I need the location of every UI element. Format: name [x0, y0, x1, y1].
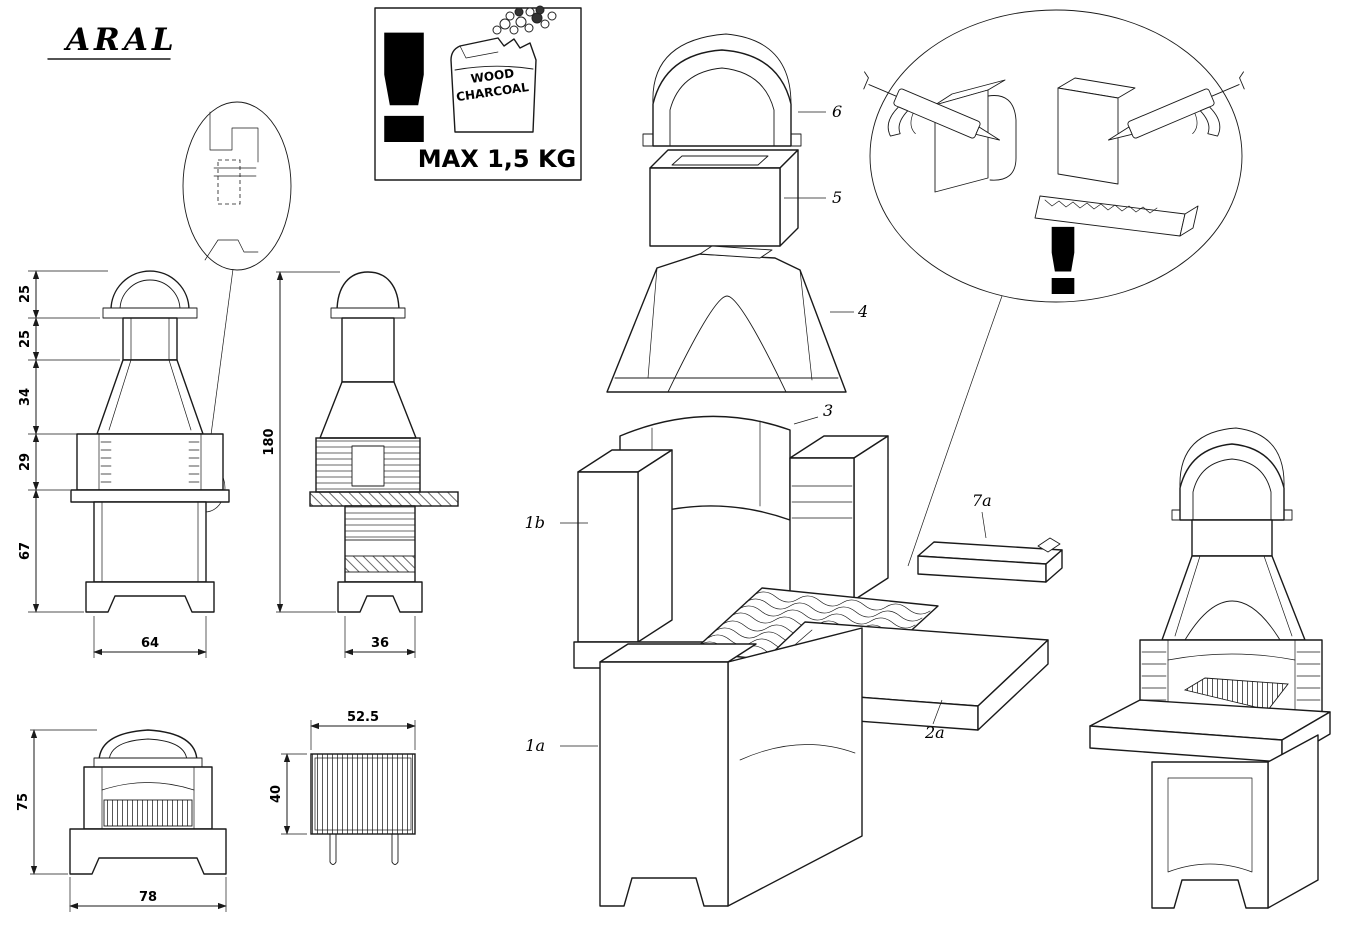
dim-78: 78: [139, 890, 157, 905]
charcoal-lumps-icon: [492, 5, 557, 35]
part-label-1a: 1a: [525, 736, 545, 755]
exploded-view: 6 5 4 3: [525, 33, 1063, 907]
part-base: 1a: [525, 627, 863, 907]
front-view-height-dimensions: 25 25 34 29 67: [18, 270, 120, 613]
front-view-width-dimension: 64: [93, 616, 207, 658]
part-label-1b: 1b: [525, 513, 545, 532]
dim-36: 36: [371, 636, 389, 651]
dim-25-upper: 25: [18, 285, 33, 303]
side-elevation-view: 180 36: [262, 271, 459, 658]
grill-front-width-dimension: 78: [69, 877, 227, 912]
bubble-leader-line: [907, 295, 1003, 567]
caulking-gun-right-icon: [1107, 71, 1245, 141]
bag-label-line1: WOOD: [470, 66, 515, 86]
part-hood: 4: [606, 245, 868, 393]
part-label-3: 3: [823, 401, 833, 420]
part-cap: 6: [642, 33, 842, 147]
glue-bead-squiggle: [1044, 199, 1158, 214]
part-label-7a: 7a: [972, 491, 992, 510]
charcoal-bag-icon: WOOD CHARCOAL: [450, 37, 537, 133]
grill-front-height-dimension: 75: [16, 729, 97, 875]
dim-29: 29: [18, 453, 33, 471]
part-label-2a: 2a: [924, 723, 945, 742]
dim-180: 180: [262, 428, 277, 455]
dim-64: 64: [141, 636, 159, 651]
glue-detail-parts: [934, 77, 1199, 237]
part-label-6: 6: [832, 102, 842, 121]
part-label-4: 4: [857, 302, 868, 321]
exclamation-icon: !: [353, 4, 456, 178]
glue-detail-bubble: !: [863, 9, 1245, 567]
part-chimney-block: 5: [649, 149, 842, 247]
dim-75: 75: [16, 793, 31, 811]
dim-67: 67: [18, 542, 33, 560]
caulking-gun-left-icon: [863, 71, 1001, 141]
glue-exclamation-icon: !: [1034, 209, 1093, 316]
assembled-view: [1089, 427, 1331, 909]
joint-detail-callout: [182, 101, 292, 513]
grill-front-view: 75 78: [16, 729, 227, 912]
charcoal-warning-box: ! WOOD CHARCOAL MAX 1,5 KG: [353, 4, 582, 181]
dim-25-lower: 25: [18, 330, 33, 348]
grate-view: 52.5 40: [269, 710, 416, 865]
brand-logo: ARAL: [47, 22, 178, 60]
part-bracket: 7a: [917, 491, 1063, 583]
grate-height-dimension: 40: [269, 753, 307, 835]
dim-34: 34: [18, 388, 33, 406]
front-elevation-view: 25 25 34 29 67 64: [18, 270, 230, 658]
grate-width-dimension: 52.5: [310, 710, 416, 750]
dim-52-5: 52.5: [347, 710, 379, 725]
side-view-width-dimension: 36: [344, 616, 416, 658]
callout-leader-line: [206, 268, 234, 466]
part-label-5: 5: [832, 188, 842, 207]
max-charcoal-label: MAX 1,5 KG: [418, 145, 576, 173]
side-view-height-dimension: 180: [262, 271, 340, 613]
dim-40: 40: [269, 785, 284, 803]
brand-text: ARAL: [63, 22, 178, 58]
